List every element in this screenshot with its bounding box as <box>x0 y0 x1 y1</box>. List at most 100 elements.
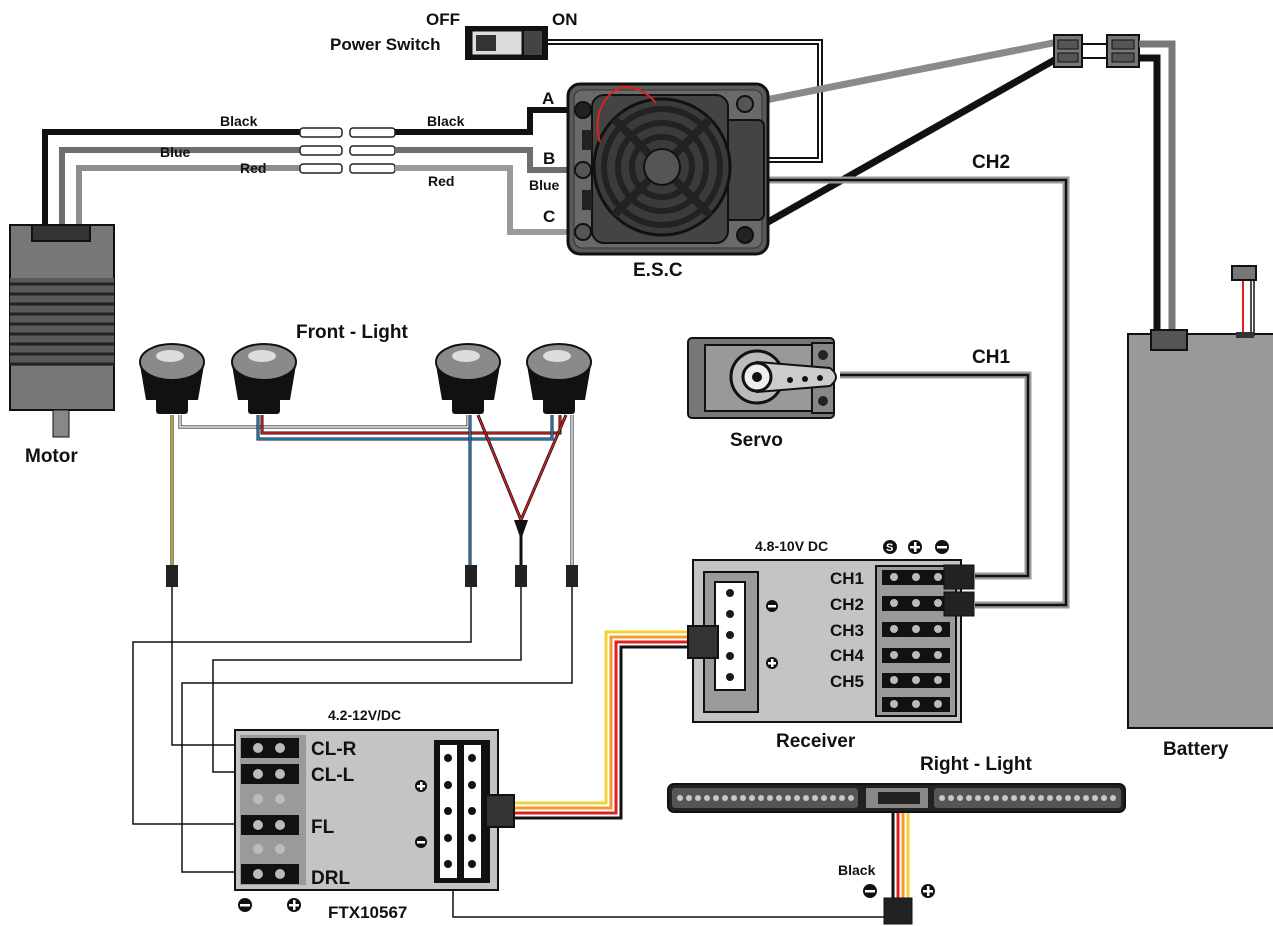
motor-wire-red-label: Red <box>240 160 266 176</box>
led-dot <box>758 795 764 801</box>
esc <box>566 82 770 256</box>
esc-terminal-c: C <box>543 207 555 226</box>
right-light-bar <box>667 783 1126 813</box>
battery-black-lead <box>1139 54 1161 334</box>
power-switch[interactable] <box>465 26 548 60</box>
motor-wires <box>42 129 300 232</box>
receiver-voltage: 4.8-10V DC <box>755 538 828 554</box>
esc-label: E.S.C <box>633 260 683 281</box>
esc-wire-black-label: Black <box>427 113 465 129</box>
motor-wire-black-label: Black <box>220 113 258 129</box>
servo-label: Servo <box>730 430 783 451</box>
esc-motor-wires <box>395 107 582 235</box>
motor-label: Motor <box>25 446 78 467</box>
esc-wire-blue-label: Blue <box>529 177 560 193</box>
led-dot <box>993 795 999 801</box>
led-dot <box>722 795 728 801</box>
power-switch-label: Power Switch <box>330 35 441 54</box>
led-dot <box>686 795 692 801</box>
esc-terminal-a: A <box>542 89 554 108</box>
led-dot <box>812 795 818 801</box>
led-dot <box>821 795 827 801</box>
servo <box>687 337 837 419</box>
led-dot <box>948 795 954 801</box>
led-dot <box>740 795 746 801</box>
switch-off-label: OFF <box>426 10 460 29</box>
receiver-ch5-label: CH5 <box>830 672 864 691</box>
led-dot <box>1047 795 1053 801</box>
esc-terminal-b: B <box>543 149 555 168</box>
bullet-connectors <box>299 127 396 174</box>
ch1-wire <box>840 371 1032 580</box>
receiver-label: Receiver <box>776 731 856 752</box>
led-dot <box>848 795 854 801</box>
front-light-plugs <box>166 565 578 587</box>
led-dot <box>1092 795 1098 801</box>
battery <box>1127 265 1273 729</box>
front-light-3 <box>435 343 501 414</box>
led-dot <box>1020 795 1026 801</box>
led-dot <box>731 795 737 801</box>
led-dot <box>704 795 710 801</box>
led-dot <box>1065 795 1071 801</box>
led-dot <box>939 795 945 801</box>
led-dot <box>984 795 990 801</box>
right-light-label: Right - Light <box>920 754 1033 775</box>
right-light-polarity-icons <box>863 884 935 898</box>
led-dot <box>677 795 683 801</box>
led-dot <box>803 795 809 801</box>
led-dot <box>776 795 782 801</box>
controller-output-drl: DRL <box>311 868 350 889</box>
right-light-ribbon-wire <box>891 810 910 900</box>
switch-on-label: ON <box>552 10 578 29</box>
controller-output-wires <box>132 587 573 873</box>
led-dot <box>957 795 963 801</box>
front-light-label: Front - Light <box>296 322 409 343</box>
battery-gray-lead <box>1139 40 1176 334</box>
light-controller <box>234 729 515 891</box>
controller-output-cl-r: CL-R <box>311 739 357 760</box>
front-light-1 <box>139 343 205 414</box>
led-dot <box>1038 795 1044 801</box>
front-light-wires <box>170 414 574 570</box>
splice-joint <box>514 520 528 540</box>
controller-output-fl: FL <box>311 817 335 838</box>
controller-output-cl-l: CL-L <box>311 765 355 786</box>
right-light-leds-left <box>677 795 854 801</box>
front-light-2 <box>231 343 297 414</box>
ch1-label: CH1 <box>972 347 1010 368</box>
led-dot <box>695 795 701 801</box>
receiver-ch3-label: CH3 <box>830 621 864 640</box>
right-light-wire-label: Black <box>838 862 876 878</box>
esc-fan <box>592 97 732 237</box>
led-dot <box>975 795 981 801</box>
led-dot <box>1002 795 1008 801</box>
receiver <box>687 559 975 723</box>
led-dot <box>1074 795 1080 801</box>
esc-battery-gray-wire <box>744 38 1059 108</box>
led-dot <box>830 795 836 801</box>
led-dot <box>1011 795 1017 801</box>
receiver-ch2-label: CH2 <box>830 595 864 614</box>
right-light-plug <box>883 897 913 925</box>
battery-connector <box>1053 34 1140 68</box>
controller-voltage: 4.2-12V/DC <box>328 707 401 723</box>
led-dot <box>1083 795 1089 801</box>
esc-battery-black-wire <box>743 54 1060 239</box>
led-dot <box>1056 795 1062 801</box>
led-dot <box>767 795 773 801</box>
led-dot <box>794 795 800 801</box>
front-light-4 <box>526 343 592 414</box>
right-light-return-wire <box>452 883 885 918</box>
led-dot <box>749 795 755 801</box>
led-dot <box>1101 795 1107 801</box>
right-light-leds-right <box>939 795 1116 801</box>
receiver-ch1-label: CH1 <box>830 569 864 588</box>
receiver-ch4-label: CH4 <box>830 646 865 665</box>
led-dot <box>1029 795 1035 801</box>
motor-wire-blue-label: Blue <box>160 144 191 160</box>
controller-polarity-icons <box>238 898 301 912</box>
led-dot <box>713 795 719 801</box>
ch2-label: CH2 <box>972 152 1010 173</box>
